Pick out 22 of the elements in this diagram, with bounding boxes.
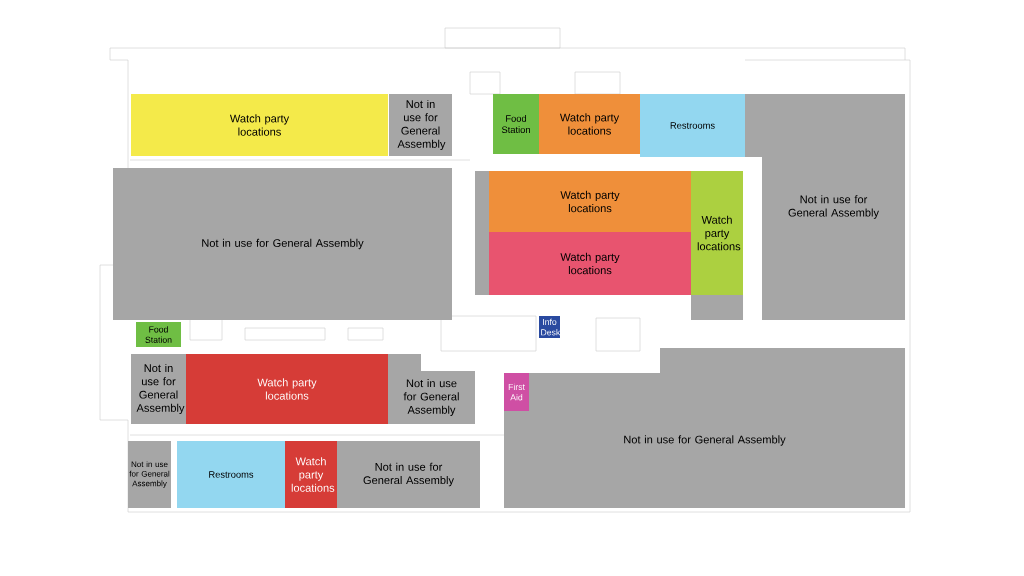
unused-area (691, 295, 743, 320)
room-area: Watch party locations (285, 441, 337, 508)
room-area: Watch party locations (489, 171, 691, 232)
room-area: Watch party locations (131, 94, 388, 156)
room-area: Watch party locations (186, 354, 388, 424)
room-area: Info Desk (539, 316, 561, 338)
room-area: Not in use for General Assembly (389, 94, 452, 156)
room-area: Restrooms (640, 94, 745, 157)
room-area: Not in use for General Assembly (131, 354, 186, 424)
room-area: Not in use for General Assembly (113, 168, 452, 320)
room-area: Food Station (136, 322, 181, 347)
room-area: Watch party locations (489, 232, 691, 295)
room-area: Watch party locations (691, 171, 743, 295)
room-area: Food Station (493, 94, 539, 154)
room-area: Not in use for General Assembly (337, 441, 480, 508)
room-area: Restrooms (177, 441, 285, 508)
room-area: Not in use for General Assembly (128, 441, 171, 508)
room-area: Not in use for General Assembly (388, 354, 475, 424)
room-area: First Aid (504, 373, 529, 411)
room-area: Not in use for General Assembly (745, 94, 905, 320)
unused-area (475, 171, 489, 295)
room-area: Watch party locations (539, 94, 640, 154)
